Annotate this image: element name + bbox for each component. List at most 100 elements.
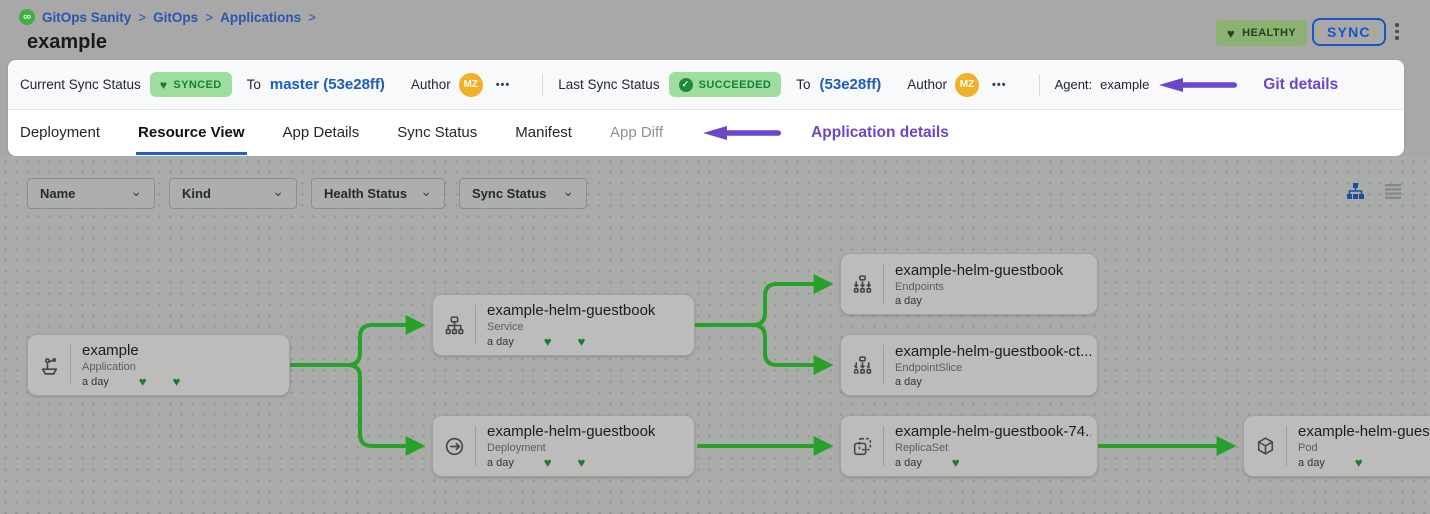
heart-icon: ♥	[1227, 25, 1236, 41]
tab-sync-status[interactable]: Sync Status	[395, 110, 479, 155]
succeeded-badge-label: SUCCEEDED	[698, 78, 772, 91]
node-title: example-helm-guestbook	[487, 302, 656, 319]
node-kind: Service	[487, 321, 524, 333]
tab-deployment[interactable]: Deployment	[18, 110, 102, 155]
chevron-down-icon: ⌄	[562, 183, 574, 199]
node-kind: Pod	[1298, 442, 1318, 454]
node-replicaset[interactable]: example-helm-guestbook-74... ReplicaSet …	[840, 415, 1098, 477]
author-label: Author	[410, 77, 451, 92]
top-header: ∞ GitOps Sanity > GitOps > Applications …	[0, 0, 1430, 60]
tab-label: App Details	[282, 124, 360, 141]
divider	[883, 426, 884, 466]
resource-tree-canvas[interactable]: Name ⌄ Kind ⌄ Health Status ⌄ Sync Statu…	[0, 156, 1430, 514]
node-pod[interactable]: example-helm-guest Pod a day ♥	[1243, 415, 1430, 477]
sync-status-bar: Current Sync Status ♥ SYNCED To master (…	[8, 60, 1404, 110]
filter-label: Name	[40, 186, 76, 201]
synced-badge-label: SYNCED	[173, 78, 222, 91]
more-actions-icon[interactable]: •••	[495, 78, 511, 91]
more-actions-icon[interactable]: •••	[992, 78, 1007, 91]
kind-filter-dropdown[interactable]: Kind ⌄	[169, 178, 297, 209]
node-title: example-helm-guestbook	[487, 423, 656, 440]
sync-button[interactable]: SYNC	[1312, 18, 1386, 46]
breadcrumb-item-gitops[interactable]: GitOps	[153, 9, 199, 25]
annotation-arrow-left-icon	[1159, 77, 1238, 92]
health-status-filter-dropdown[interactable]: Health Status ⌄	[311, 178, 445, 209]
divider	[1286, 426, 1287, 466]
filter-bar: Name ⌄ Kind ⌄ Health Status ⌄ Sync Statu…	[27, 178, 587, 209]
deployment-icon	[433, 435, 475, 458]
divider	[883, 345, 884, 385]
node-kind: Application	[82, 361, 136, 373]
tab-label: Sync Status	[397, 124, 478, 141]
app-tabs: Deployment Resource View App Details Syn…	[8, 110, 1404, 155]
endpoints-icon	[841, 273, 883, 296]
node-title: example-helm-guest	[1298, 423, 1430, 440]
divider	[475, 305, 476, 345]
agent-value: example	[1100, 77, 1150, 92]
view-toggles	[1346, 183, 1401, 200]
sync-status-filter-dropdown[interactable]: Sync Status ⌄	[459, 178, 587, 209]
tab-label: Resource View	[138, 124, 245, 141]
breadcrumb: ∞ GitOps Sanity > GitOps > Applications …	[19, 9, 316, 25]
chevron-down-icon: ⌄	[420, 183, 432, 199]
node-title: example-helm-guestbook-ct...	[895, 342, 1091, 360]
author-avatar[interactable]: MZ	[955, 72, 979, 97]
last-revision-link[interactable]: (53e28ff)	[819, 76, 882, 93]
tab-app-details[interactable]: App Details	[281, 110, 362, 155]
current-revision-link[interactable]: master (53e28ff)	[269, 76, 385, 93]
node-kind: EndpointSlice	[895, 361, 963, 374]
replicaset-icon	[841, 435, 883, 458]
agent-label: Agent:	[1054, 77, 1093, 92]
tab-manifest[interactable]: Manifest	[513, 110, 574, 155]
to-label: To	[796, 77, 811, 92]
node-service[interactable]: example-helm-guestbook Service a day ♥ ♥	[432, 294, 695, 356]
node-endpoints[interactable]: example-helm-guestbook Endpoints a day	[840, 253, 1098, 315]
divider	[1038, 73, 1040, 96]
health-heart-icon: ♥	[577, 455, 586, 470]
health-heart-icon: ♥	[577, 334, 586, 349]
node-title: example-helm-guestbook	[895, 261, 1064, 279]
filter-label: Health Status	[324, 186, 408, 201]
chevron-down-icon: ⌄	[272, 183, 284, 199]
tab-label: Manifest	[515, 124, 572, 141]
node-age: a day	[895, 456, 922, 469]
filter-label: Sync Status	[472, 186, 547, 201]
edge-service-endpointslice	[694, 323, 834, 375]
app-header-panel: Current Sync Status ♥ SYNCED To master (…	[8, 60, 1404, 156]
filter-label: Kind	[182, 186, 211, 201]
tab-label: Deployment	[20, 124, 101, 141]
git-details-annotation: Git details	[1263, 75, 1339, 93]
list-view-icon[interactable]	[1385, 184, 1401, 199]
node-application[interactable]: example Application a day ♥ ♥	[27, 334, 290, 396]
divider	[475, 426, 476, 466]
to-label: To	[246, 77, 261, 92]
tab-resource-view[interactable]: Resource View	[136, 110, 246, 155]
tab-app-diff[interactable]: App Diff	[608, 110, 665, 155]
check-circle-icon: ✓	[678, 77, 693, 92]
divider	[883, 264, 884, 304]
tree-view-icon[interactable]	[1346, 183, 1365, 200]
health-heart-icon: ♥	[543, 455, 552, 470]
divider	[542, 73, 544, 96]
node-age: a day	[895, 375, 922, 388]
health-heart-icon: ♥	[951, 455, 960, 470]
kebab-menu-icon[interactable]	[1391, 21, 1403, 42]
breadcrumb-item-gitops-sanity[interactable]: GitOps Sanity	[42, 9, 132, 25]
health-heart-icon: ♥	[172, 374, 181, 389]
divider	[70, 345, 71, 385]
breadcrumb-item-applications[interactable]: Applications	[220, 9, 302, 25]
edge-service-endpoints	[694, 274, 834, 327]
last-sync-status-label: Last Sync Status	[558, 77, 660, 92]
author-avatar[interactable]: MZ	[458, 72, 483, 97]
node-deployment[interactable]: example-helm-guestbook Deployment a day …	[432, 415, 695, 477]
author-label: Author	[907, 77, 947, 92]
node-endpointslice[interactable]: example-helm-guestbook-ct... EndpointSli…	[840, 334, 1098, 396]
health-badge-label: HEALTHY	[1242, 27, 1297, 39]
application-details-annotation: Application details	[811, 123, 949, 141]
node-title: example	[82, 342, 139, 359]
edge-application-service	[289, 315, 426, 367]
name-filter-dropdown[interactable]: Name ⌄	[27, 178, 155, 209]
breadcrumb-separator-icon: >	[205, 9, 214, 25]
current-sync-status-label: Current Sync Status	[20, 77, 141, 92]
edge-application-deployment	[289, 363, 426, 456]
